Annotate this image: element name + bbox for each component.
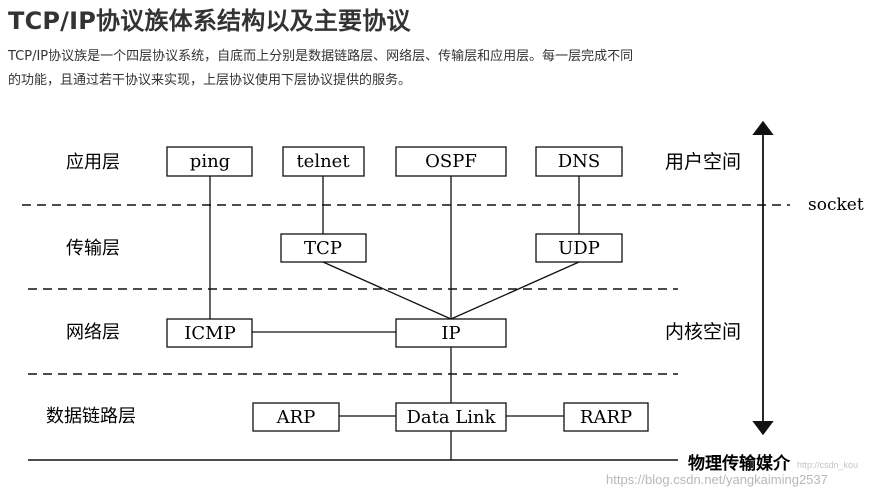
udp-label: UDP [558, 238, 600, 259]
datalink-label: Data Link [406, 407, 496, 428]
udp-ip-link [450, 261, 580, 320]
watermark-url: https://blog.csdn.net/yangkaiming2537 [606, 472, 828, 487]
page-title: TCP/IP协议族体系结构以及主要协议 [8, 7, 411, 35]
telnet-label: telnet [296, 151, 350, 172]
application-layer-label: 应用层 [66, 152, 120, 173]
datalink-box: Data Link [395, 402, 507, 432]
tcp-label: TCP [304, 238, 342, 259]
dns-label: DNS [558, 151, 601, 172]
udp-box: UDP [535, 233, 623, 263]
arp-label: ARP [276, 407, 316, 428]
dns-box: DNS [535, 146, 623, 177]
icmp-box: ICMP [166, 318, 253, 348]
tcp-box: TCP [280, 233, 367, 263]
arp-box: ARP [252, 402, 340, 432]
datalink-layer-label: 数据链路层 [46, 406, 136, 427]
ip-box: IP [395, 318, 507, 348]
network-layer-label: 网络层 [66, 322, 120, 343]
watermark-top: http://csdn_kou [797, 460, 859, 470]
user-space-label: 用户空间 [665, 151, 741, 173]
ip-label: IP [441, 323, 460, 344]
rarp-label: RARP [580, 407, 632, 428]
ping-label: ping [190, 151, 230, 172]
tcp-ip-link [322, 261, 452, 320]
telnet-box: telnet [282, 146, 365, 177]
ospf-box: OSPF [395, 146, 507, 177]
rarp-box: RARP [563, 402, 649, 432]
ospf-label: OSPF [425, 151, 477, 172]
ping-box: ping [166, 146, 253, 177]
icmp-label: ICMP [184, 323, 235, 344]
transport-layer-label: 传输层 [66, 238, 120, 259]
kernel-space-label: 内核空间 [665, 321, 741, 343]
intro-line-1: TCP/IP协议族是一个四层协议系统，自底而上分别是数据链路层、网络层、传输层和… [8, 49, 634, 64]
physical-medium-label: 物理传输媒介 [688, 453, 791, 474]
socket-label: socket [808, 195, 864, 215]
intro-line-2: 的功能，且通过若干协议来实现，上层协议使用下层协议提供的服务。 [8, 73, 412, 88]
